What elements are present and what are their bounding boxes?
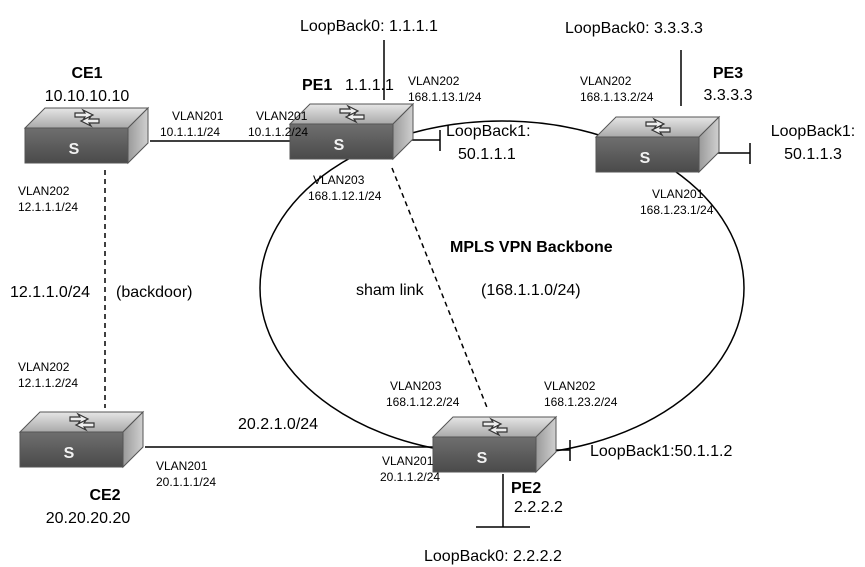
svg-text:S: S xyxy=(477,450,488,467)
ce2-vlan202-ip: 12.1.1.2/24 xyxy=(18,376,78,390)
ce1-switch-icon: S xyxy=(24,107,149,164)
pe2-vlan201-label: VLAN201 xyxy=(382,454,434,468)
ce1-name: CE1 xyxy=(71,65,102,82)
pe3-vlan201-ip: 168.1.23.1/24 xyxy=(640,203,714,217)
pe3-vlan202-ip: 168.1.13.2/24 xyxy=(580,90,654,104)
pe3-name: PE3 xyxy=(713,65,743,82)
pe1-lb1-ip: 50.1.1.1 xyxy=(458,146,516,163)
pe1-vlan203-ip: 168.1.12.1/24 xyxy=(308,189,382,203)
pe2-vlan203-ip: 168.1.12.2/24 xyxy=(386,395,460,409)
pe1-lb0-label: LoopBack0: 1.1.1.1 xyxy=(300,18,438,35)
svg-text:S: S xyxy=(640,150,651,167)
ce2-name: CE2 xyxy=(89,487,120,504)
pe1-switch-icon: S xyxy=(289,103,414,160)
pe2-vlan202-label: VLAN202 xyxy=(544,379,596,393)
svg-text:S: S xyxy=(69,141,80,158)
sham-link-label: sham link xyxy=(356,282,425,299)
pe3-lb1-label: LoopBack1: xyxy=(771,123,856,140)
ce2-switch-icon: S xyxy=(19,411,144,468)
backbone-net: (168.1.1.0/24) xyxy=(481,282,581,299)
pe1-name: PE1 xyxy=(302,77,332,94)
pe2-name: PE2 xyxy=(511,480,541,497)
pe2-lb1-label: LoopBack1:50.1.1.2 xyxy=(590,443,732,460)
ce1-vlan201-ip: 10.1.1.1/24 xyxy=(160,125,220,139)
pe2-vlan201-ip: 20.1.1.2/24 xyxy=(380,470,440,484)
pe1-vlan201-label: VLAN201 xyxy=(256,109,308,123)
pe2-lb0-label: LoopBack0: 2.2.2.2 xyxy=(424,548,562,565)
backbone-title: MPLS VPN Backbone xyxy=(450,239,613,256)
pe2-vlan202-ip: 168.1.23.2/24 xyxy=(544,395,618,409)
pe1-id: 1.1.1.1 xyxy=(345,77,394,94)
backdoor-label: (backdoor) xyxy=(116,284,192,301)
ce1-id: 10.10.10.10 xyxy=(45,88,130,105)
ce2-id: 20.20.20.20 xyxy=(46,510,131,527)
pe3-lb1-ip: 50.1.1.3 xyxy=(784,146,842,163)
ce1-vlan201-label: VLAN201 xyxy=(172,109,224,123)
ce1-vlan202-label: VLAN202 xyxy=(18,184,70,198)
pe1-vlan203-label: VLAN203 xyxy=(313,173,365,187)
pe1-vlan202-label: VLAN202 xyxy=(408,74,460,88)
pe1-vlan201-ip: 10.1.1.2/24 xyxy=(248,125,308,139)
pe2-vlan203-label: VLAN203 xyxy=(390,379,442,393)
ce2-vlan202-label: VLAN202 xyxy=(18,360,70,374)
pe2-id: 2.2.2.2 xyxy=(514,499,563,516)
ce2-pe2-net: 20.2.1.0/24 xyxy=(238,416,318,433)
ce2-vlan201-ip: 20.1.1.1/24 xyxy=(156,475,216,489)
pe2-switch-icon: S xyxy=(432,416,557,473)
ce1-vlan202-ip: 12.1.1.1/24 xyxy=(18,200,78,214)
svg-text:S: S xyxy=(64,445,75,462)
sham-link-line xyxy=(391,167,489,411)
pe3-vlan201-label: VLAN201 xyxy=(652,187,704,201)
pe3-vlan202-label: VLAN202 xyxy=(580,74,632,88)
svg-text:S: S xyxy=(334,137,345,154)
pe3-id: 3.3.3.3 xyxy=(704,87,753,104)
backdoor-net: 12.1.1.0/24 xyxy=(10,284,90,301)
pe3-lb0-label: LoopBack0: 3.3.3.3 xyxy=(565,20,703,37)
pe1-vlan202-ip: 168.1.13.1/24 xyxy=(408,90,482,104)
pe1-lb1-label: LoopBack1: xyxy=(446,123,531,140)
ce2-vlan201-label: VLAN201 xyxy=(156,459,208,473)
pe3-switch-icon: S xyxy=(595,116,720,173)
